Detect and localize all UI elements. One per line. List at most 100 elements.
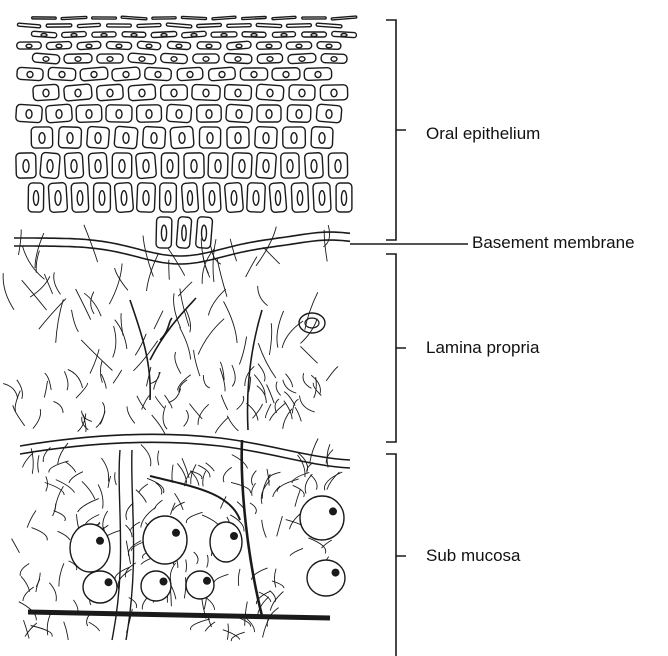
cell-nucleus [27, 72, 33, 78]
connective-fibre [270, 403, 286, 420]
epithelial-cell [135, 152, 156, 179]
connective-fibre [203, 375, 209, 388]
dense-fibre [58, 443, 68, 464]
connective-fibre [84, 225, 98, 262]
connective-fibre [265, 404, 271, 418]
cell-nucleus [231, 191, 237, 206]
oral-epithelium-drawing [16, 16, 357, 249]
cell-nucleus [107, 89, 113, 97]
cell-nucleus [203, 57, 209, 62]
epithelial-cell [181, 16, 206, 19]
cell-nucleus [139, 89, 145, 97]
epithelial-cell [77, 23, 100, 27]
cell-nucleus [341, 191, 346, 206]
dense-fibre [182, 458, 189, 478]
cell-nucleus [266, 110, 272, 119]
connective-fibre [168, 249, 185, 276]
dense-fibre [58, 531, 70, 540]
epithelial-cell [16, 104, 43, 123]
cell-nucleus [56, 44, 62, 48]
cell-nucleus [207, 133, 213, 144]
cell-nucleus [179, 133, 185, 144]
epithelial-cell [281, 153, 300, 178]
epithelial-cell [170, 126, 194, 149]
cell-nucleus [123, 133, 129, 144]
epithelial-cell [316, 23, 342, 28]
gland-nucleus [105, 578, 113, 586]
connective-fibre [163, 406, 167, 430]
dense-fibre [129, 598, 137, 608]
dense-fibre [277, 479, 299, 492]
cell-nucleus [167, 160, 173, 173]
connective-fibre [72, 310, 79, 332]
cell-nucleus [26, 44, 32, 48]
epithelial-cell [92, 17, 117, 19]
epithelial-cell [112, 153, 132, 178]
cell-nucleus [209, 191, 215, 206]
cell-nucleus [146, 44, 152, 48]
connective-fibre [267, 385, 275, 404]
epithelial-cell [17, 23, 40, 28]
epithelial-cell [304, 68, 332, 81]
dense-fibre [170, 563, 175, 581]
connective-fibre [277, 311, 284, 348]
epithelial-cell [257, 105, 281, 122]
epithelial-cell [227, 41, 252, 50]
epithelial-cell [32, 17, 57, 19]
connective-fibre [213, 239, 216, 282]
dense-fibre [231, 482, 250, 493]
epithelial-cell [64, 84, 93, 101]
nerve-branch [150, 476, 240, 520]
dense-fibre [324, 472, 342, 490]
connective-fibre [53, 401, 63, 413]
connective-fibre [19, 230, 22, 256]
cell-nucleus [43, 89, 49, 97]
connective-fibre [33, 409, 41, 429]
cell-nucleus [56, 110, 62, 119]
dense-fibre [115, 567, 129, 580]
epithelial-cell [160, 53, 187, 64]
epithelial-cell [137, 41, 161, 50]
connective-fibre [303, 373, 311, 388]
sub-mucosa-drawing [12, 439, 345, 642]
connective-fibre [133, 341, 157, 371]
epithelial-cell [71, 183, 89, 213]
epithelial-cell [31, 127, 53, 148]
epithelial-cell [40, 152, 61, 178]
cell-nucleus [91, 72, 97, 78]
cell-nucleus [311, 34, 317, 37]
dense-fibre [56, 480, 75, 493]
cell-nucleus [281, 34, 287, 37]
epithelial-cell [283, 127, 306, 148]
dense-fibre [206, 463, 215, 471]
cell-nucleus [151, 133, 157, 144]
connective-fibre [300, 346, 317, 363]
cell-nucleus [171, 89, 177, 97]
epithelial-cell [160, 183, 177, 212]
cell-nucleus [235, 89, 241, 97]
cell-nucleus [95, 160, 101, 173]
connective-fibre [295, 407, 301, 421]
cell-nucleus [283, 72, 289, 78]
epithelial-cell [257, 53, 283, 63]
epithelial-cell [199, 127, 220, 148]
connective-fibre [121, 313, 123, 335]
gland-nucleus [329, 507, 337, 515]
cell-nucleus [75, 57, 81, 62]
cell-nucleus [263, 133, 269, 144]
connective-fibre [96, 411, 105, 427]
cell-nucleus [116, 110, 122, 119]
cell-nucleus [215, 160, 221, 173]
cell-nucleus [341, 34, 347, 37]
epithelial-cell [208, 67, 235, 81]
epithelial-cell [240, 68, 267, 80]
connective-fibre [186, 309, 191, 332]
connective-fibre [180, 327, 191, 359]
dense-fibre [171, 503, 176, 515]
connective-fibre [221, 395, 227, 410]
gland-nucleus [172, 529, 180, 537]
epithelial-cell [128, 84, 156, 101]
cell-nucleus [335, 160, 341, 173]
epithelial-cell [320, 85, 348, 101]
